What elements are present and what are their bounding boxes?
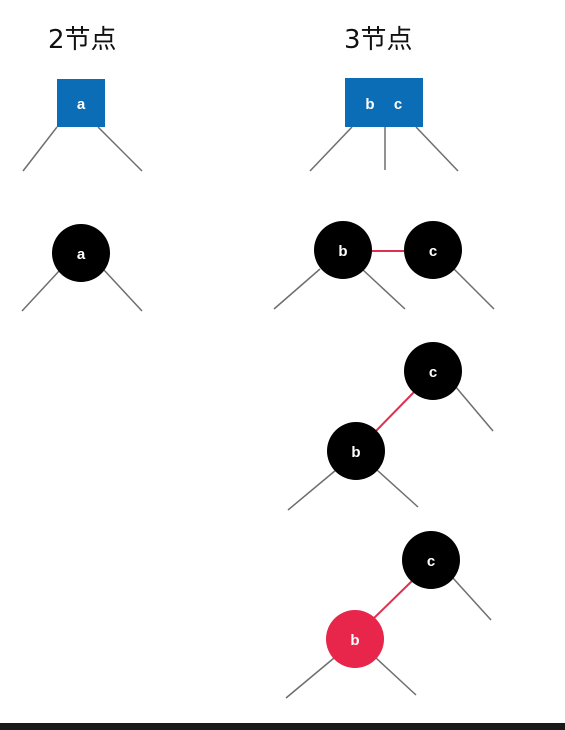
rb-two-node-group: a [21, 224, 143, 312]
heading-3-node: 3节点 [344, 25, 413, 55]
edge-line [273, 268, 321, 310]
red-link [371, 579, 414, 621]
edge-line [453, 268, 495, 310]
three-node-box-group: b c [309, 78, 459, 172]
edge-line [21, 269, 61, 312]
node-label-c: c [429, 364, 437, 381]
black-node-c [404, 221, 462, 279]
three-node-box [345, 78, 423, 127]
black-node-a [52, 224, 110, 282]
node-label-a: a [77, 246, 86, 263]
node-label-a: a [77, 96, 86, 113]
edge-line [361, 268, 406, 310]
node-label-b: b [365, 96, 374, 113]
edge-line [97, 126, 143, 172]
bottom-bar [0, 723, 565, 730]
node-label-b: b [351, 444, 360, 461]
node-label-b: b [338, 243, 347, 260]
black-node-b [314, 221, 372, 279]
edge-line [22, 126, 58, 172]
black-node-b [327, 422, 385, 480]
edge-line [454, 385, 494, 432]
red-link [374, 389, 417, 433]
edge-line [285, 657, 335, 699]
edge-line [376, 469, 419, 508]
edge-line [309, 126, 353, 172]
edge-line [103, 269, 143, 312]
node-label-c: c [429, 243, 437, 260]
black-node-c [402, 531, 460, 589]
heading-2-node: 2节点 [48, 25, 117, 55]
black-node-c [404, 342, 462, 400]
node-label-c: c [394, 96, 402, 113]
node-label-b: b [350, 632, 359, 649]
rb-three-node-horizontal-group: b c [273, 221, 495, 310]
edge-line [287, 469, 337, 511]
two-node-box [57, 79, 105, 127]
edge-line [451, 576, 492, 621]
rb-three-node-leaning-black-group: c b [287, 342, 494, 511]
red-node-b [326, 610, 384, 668]
two-node-box-group: a [22, 79, 143, 172]
edge-line [415, 126, 459, 172]
node-label-c: c [427, 553, 435, 570]
rb-three-node-leaning-red-group: c b [285, 531, 492, 699]
edge-line [375, 657, 417, 696]
